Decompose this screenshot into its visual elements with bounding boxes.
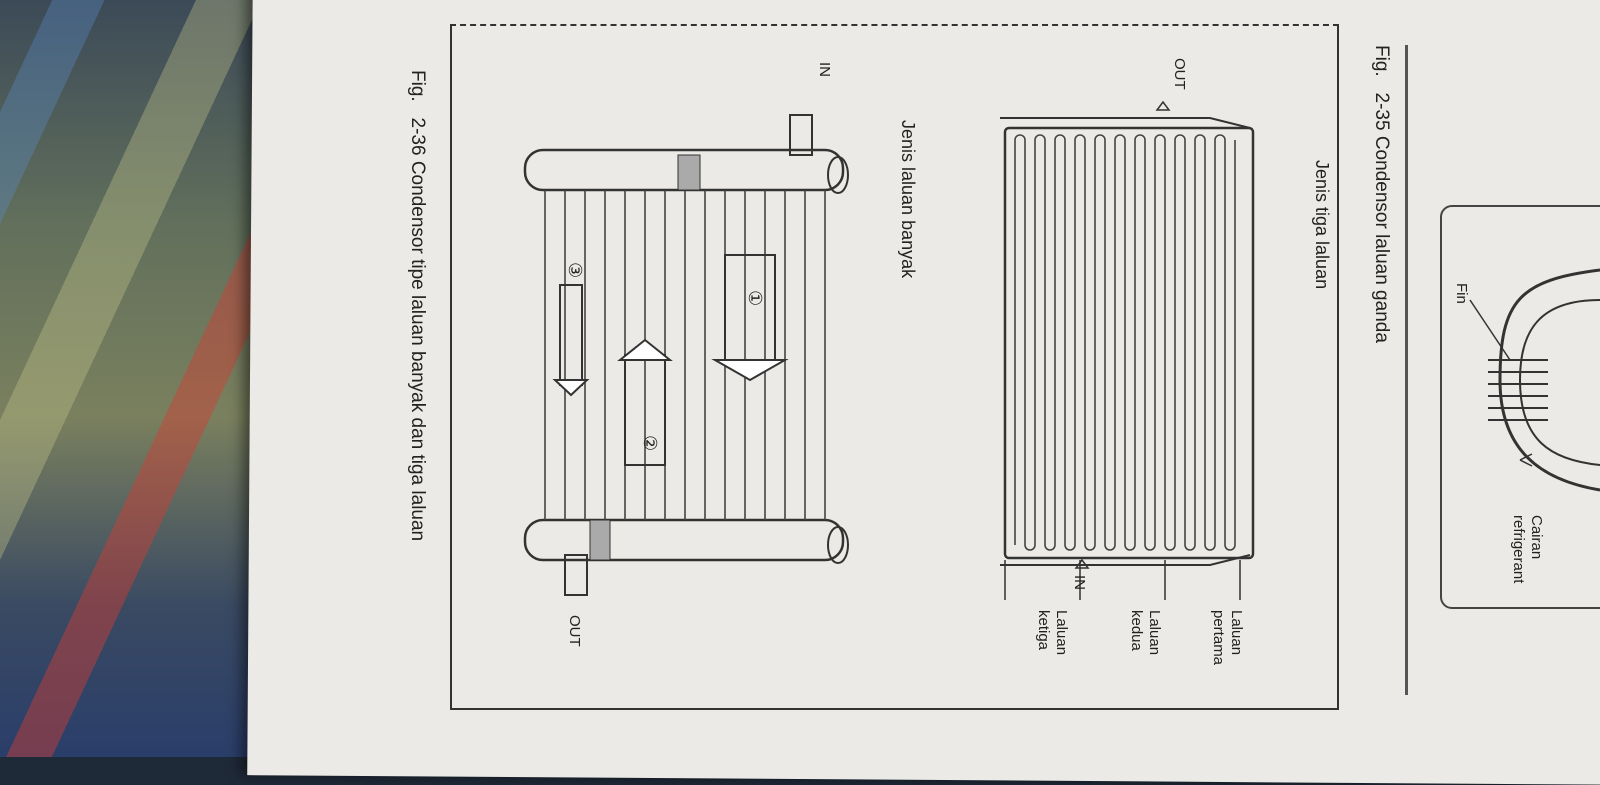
pass-number-3: ③ [565,262,585,279]
pass-number-1: ① [745,290,765,307]
three-pass-condenser-drawing [1000,100,1255,600]
fragment-drawing [1469,268,1600,492]
multi-pass-out-label: OUT [566,615,583,647]
fragment-frame [1440,205,1600,609]
fig-prefix: Fig. [407,70,428,102]
multi-pass-in-label: IN [816,62,833,77]
figure-panel [450,24,1339,710]
pass-number-2: ② [640,435,660,452]
fragment-rule [1405,45,1408,695]
fig-caption-text: 2-36 Condensor tipe laluan banyak dan ti… [407,117,428,542]
fig-2-36-caption: Fig. 2-36 Condensor tipe laluan banyak d… [406,70,428,541]
multi-pass-condenser-drawing [523,114,849,596]
